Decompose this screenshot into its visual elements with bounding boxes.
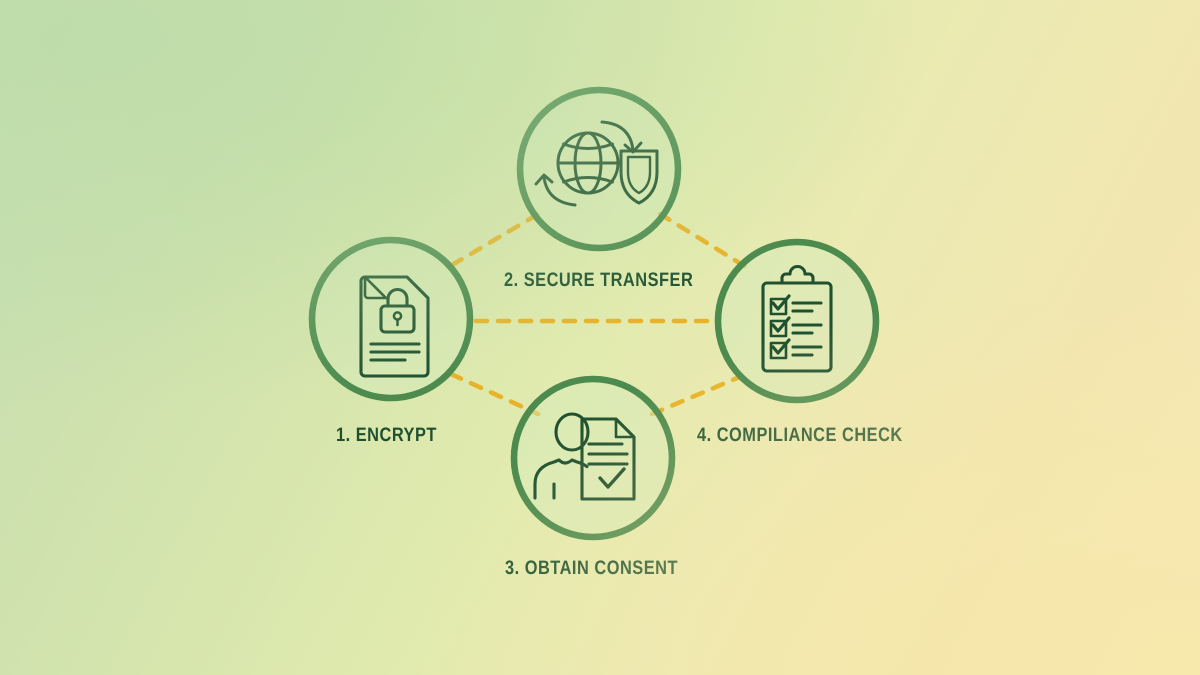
connector-encrypt-to-consent [448, 371, 541, 417]
globe-shield-transfer-icon [534, 120, 659, 207]
connector-encrypt-to-transfer [449, 210, 543, 268]
node-secure-transfer-ring[interactable] [516, 86, 682, 252]
document-lock-icon [359, 275, 430, 378]
node-label-compliance-check: 4. COMPILIANCE CHECK [697, 424, 903, 446]
node-compliance-check-ring[interactable] [714, 238, 880, 404]
node-compliance-check[interactable] [714, 238, 880, 404]
node-label-encrypt: 1. ENCRYPT [336, 424, 437, 446]
node-obtain-consent[interactable] [510, 375, 676, 541]
node-encrypt-ring[interactable] [308, 236, 474, 402]
node-secure-transfer[interactable] [516, 86, 682, 252]
node-label-obtain-consent: 3. OBTAIN CONSENT [505, 557, 678, 579]
connector-transfer-to-compliance [657, 211, 749, 270]
connector-consent-to-compliance [649, 373, 745, 417]
person-consent-document-icon [533, 412, 636, 501]
node-label-secure-transfer: 2. SECURE TRANSFER [504, 269, 694, 291]
clipboard-checklist-icon [761, 265, 833, 373]
node-obtain-consent-ring[interactable] [510, 375, 676, 541]
node-encrypt[interactable] [308, 236, 474, 402]
